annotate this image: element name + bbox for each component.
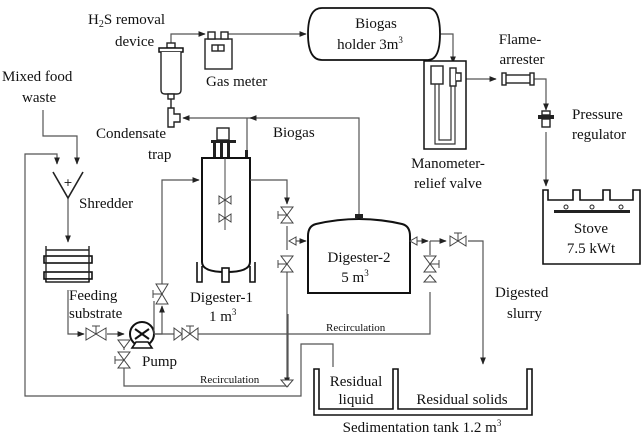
stove — [542, 189, 641, 265]
transfer-valve-upper[interactable] — [277, 206, 294, 224]
flame-arrester — [501, 72, 535, 86]
digested-label-2: slurry — [507, 306, 542, 322]
digester-2 — [307, 214, 411, 294]
gas-lines — [170, 31, 549, 218]
outlet-lines — [408, 236, 486, 365]
digester-1 — [196, 127, 256, 283]
mixed-food-label-2: waste — [22, 90, 56, 106]
transfer-lines — [250, 179, 307, 385]
gas-meter — [204, 31, 233, 70]
flame-label-2: arrester — [500, 52, 545, 68]
feeding-label-1: Feeding — [69, 288, 118, 304]
recirculation-valve-1[interactable] — [114, 339, 131, 369]
feed-lines — [24, 110, 125, 365]
sedimentation-tank — [313, 368, 533, 416]
digester1-inlet-valve[interactable] — [152, 283, 169, 305]
pump[interactable] — [129, 321, 155, 349]
holder-label-2: holder 3m3 — [337, 35, 403, 53]
recirculation-check-valve — [279, 379, 295, 388]
digester1-label-2: 1 m3 — [209, 307, 237, 325]
condensate-label-1: Condensate — [96, 126, 166, 142]
gas-meter-label: Gas meter — [206, 74, 267, 90]
digested-label-1: Digested — [495, 285, 549, 301]
manometer-label-2: relief valve — [414, 176, 482, 192]
shredder: + — [52, 171, 84, 200]
outlet-valve[interactable] — [449, 232, 467, 247]
transfer-check-valve — [287, 236, 297, 246]
pressure-label-1: Pressure — [572, 107, 623, 123]
stove-label-2: 7.5 kWt — [567, 241, 616, 257]
biogas-holder — [307, 7, 441, 61]
feeding-label-2: substrate — [69, 306, 123, 322]
digester2-label-2: 5 m3 — [341, 268, 369, 286]
shredder-label: Shredder — [79, 196, 133, 212]
residual-liquid-label-1: Residual — [330, 374, 383, 390]
pump-lines — [123, 177, 431, 387]
recirculation-label-2: Recirculation — [326, 322, 386, 334]
stove-label-1: Stove — [574, 221, 609, 237]
mixed-food-label-1: Mixed food — [2, 69, 73, 85]
h2s-removal-device — [158, 42, 184, 108]
residual-liquid-return-line — [24, 343, 334, 397]
residual-solids-label: Residual solids — [416, 392, 507, 408]
pump-outlet-valve[interactable] — [173, 325, 199, 341]
pressure-regulator — [538, 110, 554, 128]
transfer-valve-lower[interactable] — [277, 255, 294, 273]
biogas-line-label: Biogas — [273, 125, 315, 141]
digester2-label-1: Digester-2 — [327, 250, 390, 266]
pressure-label-2: regulator — [572, 127, 626, 143]
digester1-label-1: Digester-1 — [190, 290, 253, 306]
sedimentation-label: Sedimentation tank 1.2 m3 — [343, 418, 502, 436]
h2s-label-2: device — [115, 34, 154, 50]
recirculation-valve-2[interactable] — [422, 255, 440, 283]
manometer-relief-valve — [423, 60, 467, 150]
feeding-substrate-tank — [43, 246, 93, 283]
recirculation-label-1: Recirculation — [200, 374, 260, 386]
condensate-trap — [167, 107, 181, 128]
holder-label-1: Biogas — [355, 16, 397, 32]
pump-label: Pump — [142, 354, 177, 370]
residual-liquid-label-2: liquid — [338, 392, 374, 408]
svg-text:+: + — [63, 176, 72, 189]
h2s-label: H2S removal — [88, 12, 165, 30]
feed-valve[interactable] — [85, 325, 107, 341]
manometer-label-1: Manometer- — [411, 156, 485, 172]
condensate-label-2: trap — [148, 147, 171, 163]
flame-label-1: Flame- — [499, 32, 542, 48]
